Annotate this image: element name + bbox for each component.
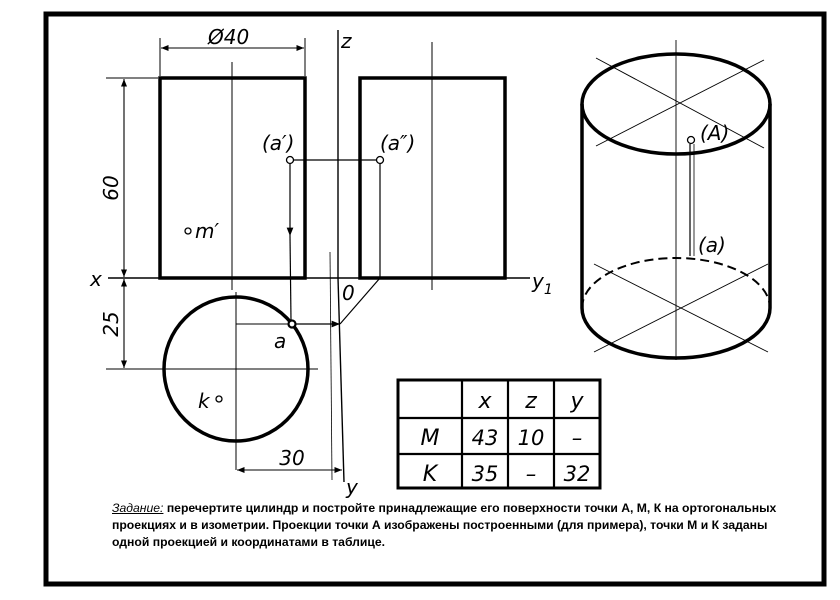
axis-y1-label: y1: [531, 269, 553, 298]
iso-point-A-label: (A): [700, 121, 729, 145]
point-a-front-marker: [285, 155, 295, 165]
coordinates-table: x z y M 43 10 – K 35 – 32: [396, 378, 602, 490]
iso-bottom-axis-2: [593, 263, 769, 353]
projection-axes: [108, 30, 530, 483]
table-header-y: y: [569, 389, 584, 414]
outer-frame: [43, 11, 827, 587]
connector-a-front-down-rest: [289, 235, 292, 321]
task-caption-text: перечертите цилиндр и постройте принадле…: [112, 501, 777, 549]
axis-x-label: x: [89, 267, 102, 291]
construction-lines: [236, 159, 381, 328]
point-a-side-label: (a″): [380, 131, 415, 155]
axis-z-label: z: [340, 29, 352, 53]
diameter-label: Ø40: [207, 25, 249, 49]
table-cell-k-z: –: [526, 462, 537, 486]
table-cell-m-y: –: [572, 426, 583, 450]
table-cell-m-z: 10: [518, 426, 545, 450]
point-k-top-marker: [215, 395, 223, 403]
table-cell-k-y: 32: [564, 462, 591, 486]
point-m-front-marker: [184, 227, 192, 235]
table-cell-m-x: 43: [472, 426, 499, 450]
iso-point-a-label: (a): [698, 233, 726, 257]
drawing-labels: Ø40 z x y1 y 0 60 25 30 (a′) (a″) m′ a k…: [89, 25, 729, 499]
dimensions: [106, 38, 342, 474]
width-dimension-label: 30: [279, 446, 304, 470]
task-caption-lead: Задание:: [112, 501, 164, 515]
table-row-label-k: K: [423, 462, 439, 487]
top-view: [132, 292, 318, 470]
point-a-top-label: a: [274, 329, 286, 353]
point-k-top-label: k: [198, 389, 211, 413]
point-a-front-label: (a′): [262, 131, 294, 155]
table-cell-k-x: 35: [472, 462, 499, 486]
origin-label: 0: [342, 281, 355, 305]
table-row-label-m: M: [421, 426, 440, 451]
point-m-front-label: m′: [195, 219, 219, 243]
iso-top-axis-2: [595, 59, 765, 147]
side-view: [358, 42, 507, 290]
table-header-x: x: [477, 389, 492, 414]
axis-y-line: [337, 277, 345, 483]
iso-point-A-marker: [686, 135, 696, 145]
point-a-top-marker: [287, 319, 297, 329]
table-header-z: z: [524, 389, 537, 414]
isometric-view: [580, 40, 772, 360]
constant-line: [339, 277, 381, 325]
point-a-side-marker: [375, 155, 385, 165]
axis-y-label: y: [345, 475, 359, 499]
offset-dimension-label: 25: [99, 311, 123, 336]
table-outline: [396, 378, 602, 490]
height-dimension-label: 60: [99, 175, 123, 200]
task-caption: Задание: перечертите цилиндр и постройте…: [112, 500, 802, 551]
axis-y1-subscript: 1: [544, 282, 553, 298]
axis-y-secondary: [329, 251, 333, 481]
front-view: [158, 62, 307, 290]
